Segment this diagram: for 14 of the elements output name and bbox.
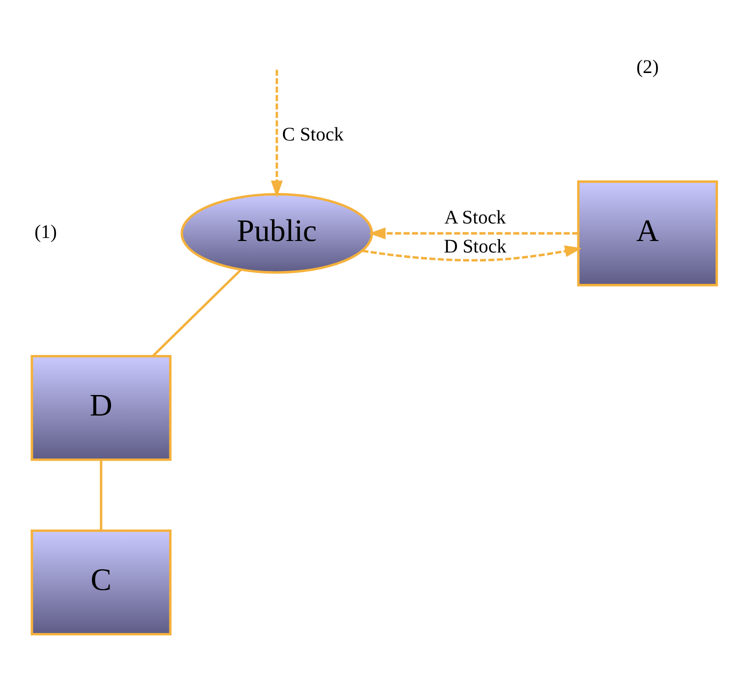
node-box: D [30,354,172,461]
arrow [368,227,578,240]
arrow [270,70,283,198]
edge-label: A Stock [444,208,506,229]
connector [100,460,102,530]
label: (2) [636,57,659,78]
edge-label: C Stock [282,124,344,146]
node-box: A [577,180,718,286]
node-ellipse: Public [180,193,374,274]
connector [152,268,242,357]
edge-label: D Stock [444,236,506,258]
arrow [362,245,582,262]
label: (1) [34,222,57,243]
node-box: C [30,529,172,636]
